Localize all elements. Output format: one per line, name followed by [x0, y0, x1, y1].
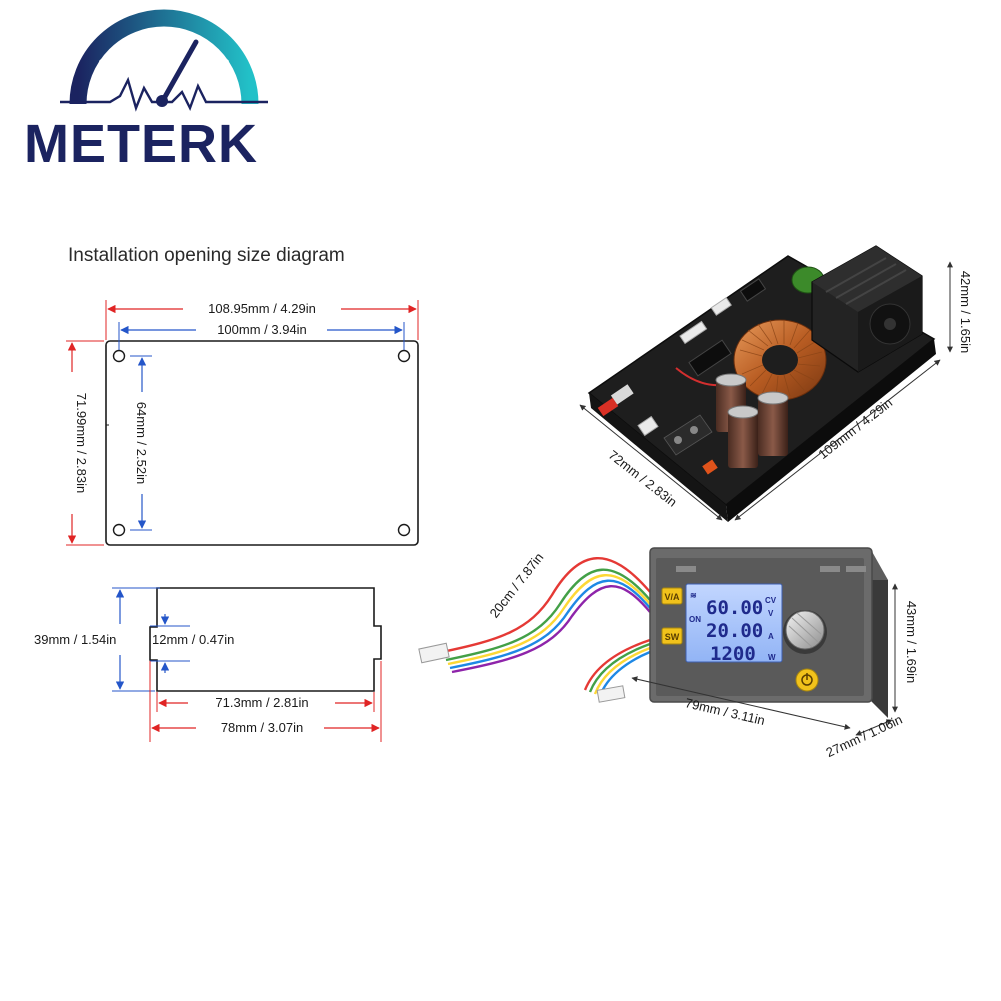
power-button[interactable] — [795, 668, 819, 692]
front-panel-drawing: 108.95mm / 4.29in 100mm / 3.94in 71.99mm… — [66, 300, 419, 546]
lcd-power: 1200 — [710, 643, 756, 665]
module-depth-label: 27mm / 1.06in — [824, 712, 905, 760]
board-height-label: 42mm / 1.65in — [958, 271, 973, 353]
control-module-illustration: 20cm / 7.87in V/A SW ≋ ON 60.00 20.00 12… — [418, 547, 919, 760]
lcd-voltage: 60.00 — [706, 597, 763, 619]
profile-height-label: 39mm / 1.54in — [34, 632, 116, 647]
gauge-needle-icon — [159, 39, 199, 105]
brand-logo: METERK — [24, 9, 268, 174]
mount-hole — [397, 349, 411, 363]
connector — [679, 320, 708, 345]
profile-step-label: 12mm / 0.47in — [152, 632, 234, 647]
ic-chip — [688, 339, 732, 377]
pulse-line-icon — [60, 76, 268, 112]
lcd-current: 20.00 — [706, 620, 763, 642]
profile-total-length-label: 78mm / 3.07in — [221, 720, 303, 735]
lcd-display — [685, 583, 783, 663]
on-indicator: ON — [689, 615, 701, 624]
hole-spacing-y-label: 64mm / 2.52in — [134, 402, 149, 484]
gauge-arc-icon — [69, 9, 259, 105]
rotary-knob[interactable] — [783, 610, 827, 654]
front-height-label: 71.99mm / 2.83in — [74, 393, 89, 493]
module-height-label: 43mm / 1.69in — [904, 601, 919, 683]
mount-hole — [112, 349, 126, 363]
dimension-arrow — [579, 404, 723, 521]
ribbon-cable — [441, 557, 652, 697]
cable-connector — [418, 642, 450, 664]
panel-outline — [105, 340, 419, 546]
heatsink-fan — [811, 245, 923, 373]
side-profile-drawing: 39mm / 1.54in 12mm / 0.47in 71.3mm / 2.8… — [34, 587, 382, 742]
va-button[interactable]: V/A — [661, 587, 683, 605]
dimension-arrow — [631, 676, 851, 730]
sw-button[interactable]: SW — [661, 627, 683, 645]
dimension-arrow — [855, 719, 893, 736]
mount-hole — [397, 523, 411, 537]
wifi-icon: ≋ — [690, 591, 697, 600]
unit-a: A — [768, 632, 774, 641]
brand-name: METERK — [24, 114, 258, 174]
electrolytic-capacitor — [757, 391, 789, 456]
profile-body-length-label: 71.3mm / 2.81in — [215, 695, 308, 710]
va-button-label: V/A — [664, 592, 680, 602]
ic-chip — [739, 278, 767, 302]
pcb-board-illustration: 72mm / 2.83in 109mm / 4.29in 42mm / 1.65… — [579, 245, 973, 522]
dimension-arrow — [734, 359, 941, 521]
mount-hole — [112, 523, 126, 537]
cable-connector — [596, 685, 626, 703]
connector — [710, 296, 732, 316]
sw-button-label: SW — [665, 632, 680, 642]
unit-w: W — [768, 653, 776, 662]
cable-length-label: 20cm / 7.87in — [487, 550, 547, 621]
unit-cv: CV — [765, 596, 777, 605]
front-width-label: 108.95mm / 4.29in — [208, 301, 316, 316]
profile-outline — [149, 587, 382, 692]
diagram-title: Installation opening size diagram — [68, 245, 345, 266]
unit-v: V — [768, 609, 774, 618]
hole-spacing-x-label: 100mm / 3.94in — [217, 322, 307, 337]
electrolytic-capacitor — [727, 405, 759, 468]
